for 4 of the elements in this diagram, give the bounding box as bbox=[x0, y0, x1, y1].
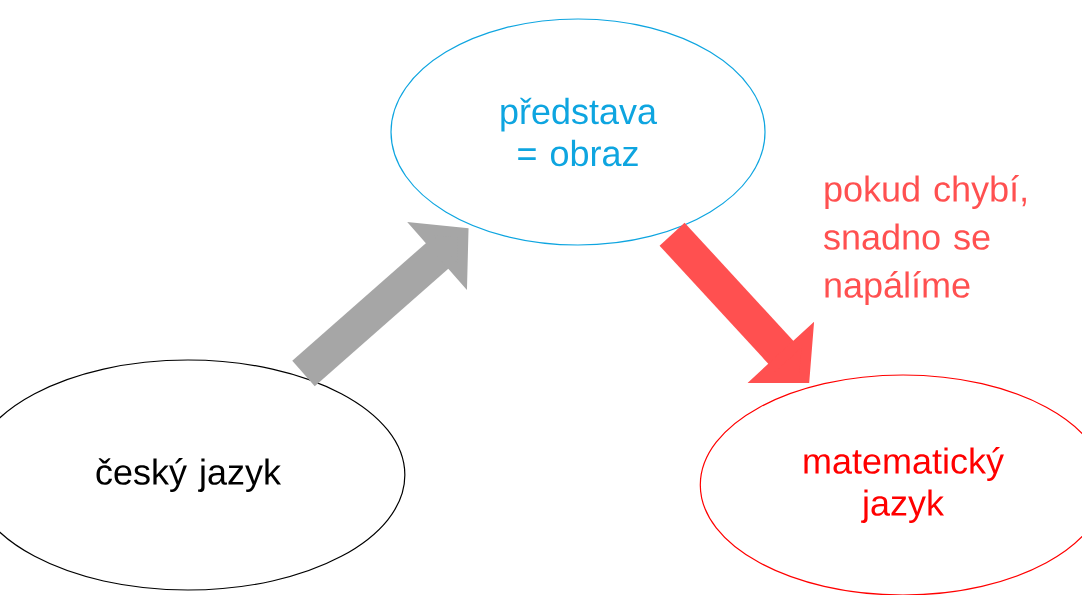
block-arrow bbox=[659, 222, 815, 384]
edge-label: pokud chybí, snadno se napálíme bbox=[824, 175, 1026, 305]
block-arrow bbox=[292, 222, 469, 387]
ellipse-node: představa = obraz bbox=[390, 18, 766, 246]
